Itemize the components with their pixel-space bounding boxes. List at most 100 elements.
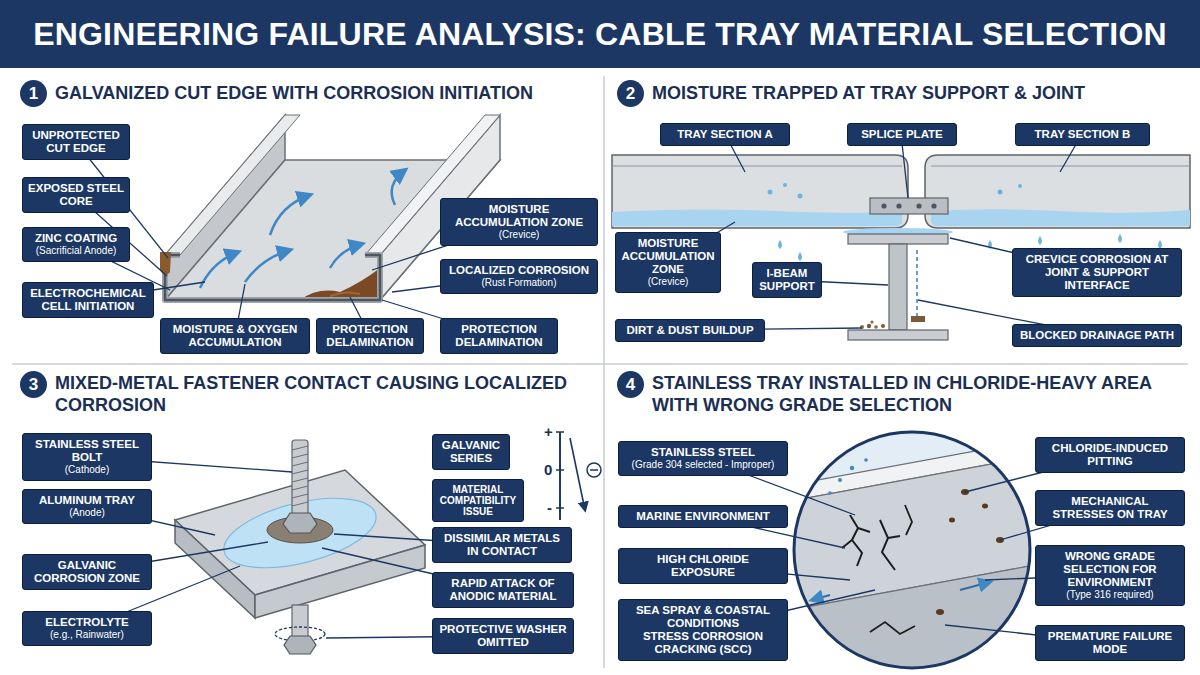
water-droplet	[798, 194, 803, 199]
steel-core	[165, 255, 380, 300]
callout-box: PROTECTIVE WASHER OMITTED	[432, 618, 574, 654]
callout-note: (Cathode)	[28, 464, 146, 476]
callout-box: TRAY SECTION B	[1015, 123, 1150, 146]
water-droplet	[1018, 184, 1022, 188]
dirt	[881, 324, 885, 328]
callout-text: MECHANICAL STRESSES ON TRAY	[1041, 495, 1179, 521]
callout-text: CHLORIDE-INDUCED PITTING	[1041, 442, 1179, 468]
bolt	[896, 203, 901, 208]
callout-box: UNPROTECTED CUT EDGE	[22, 124, 130, 160]
callout-box: MATERIAL COMPATIBILITY ISSUE	[432, 479, 524, 522]
callout-text: DIRT & DUST BUILDUP	[621, 324, 759, 337]
step-number-text: 1	[29, 85, 38, 102]
callout-box: RAPID ATTACK OF ANODIC MATERIAL	[432, 572, 574, 608]
dirt	[870, 320, 873, 323]
water-droplet	[783, 183, 787, 187]
minus-symbol	[590, 469, 598, 471]
series-axis	[559, 432, 561, 520]
callout-note: (Rust Formation)	[446, 277, 592, 289]
callout-box: PREMATURE FAILURE MODE	[1035, 625, 1185, 661]
callout-text: ALUMINUM TRAY	[28, 494, 146, 507]
callout-text: LOCALIZED CORROSION	[446, 264, 592, 277]
callout-box: ELECTROCHEMICAL CELL INITIATION	[22, 282, 154, 318]
stress-arrow	[812, 595, 830, 600]
callout-text: STAINLESS STEEL	[624, 446, 782, 459]
callout-box: ELECTROLYTE(e.g., Rainwater)	[22, 611, 152, 646]
tray-edge	[612, 166, 902, 167]
minus-symbol	[587, 463, 601, 477]
stress-arrow	[960, 582, 990, 590]
series-arrow	[570, 438, 585, 510]
step-number: 1	[20, 80, 47, 107]
callout-box: LOCALIZED CORROSION(Rust Formation)	[440, 259, 598, 294]
i-beam	[848, 330, 948, 340]
sea-spray	[838, 478, 842, 482]
callout-text: STAINLESS STEEL BOLT	[28, 438, 146, 464]
callout-box: CHLORIDE-INDUCED PITTING	[1035, 437, 1185, 473]
magnifier-rim	[794, 432, 1030, 668]
nut	[283, 513, 317, 533]
callout-note: (Crevice)	[446, 229, 592, 241]
callout-box: PROTECTION DELAMINATION	[316, 318, 424, 354]
moisture-arrow	[245, 250, 290, 282]
title-bar	[0, 0, 1200, 68]
page-title: ENGINEERING FAILURE ANALYSIS: CABLE TRAY…	[33, 0, 1167, 68]
bolt-head	[284, 636, 316, 654]
sea-spray	[828, 491, 832, 495]
callout-box: MOISTURE ACCUMULATION ZONE(Crevice)	[615, 232, 721, 293]
callout-box: CREVICE CORROSION AT JOINT & SUPPORT INT…	[1012, 248, 1182, 297]
crack	[905, 505, 912, 535]
callout-text: I-BEAM SUPPORT	[758, 267, 816, 293]
callout-text: MARINE ENVIRONMENT	[624, 510, 782, 523]
callout-text: RAPID ATTACK OF ANODIC MATERIAL	[438, 577, 568, 603]
moisture-arrow	[392, 170, 405, 205]
water-drop	[778, 240, 782, 249]
water-droplet	[768, 190, 773, 195]
pit	[982, 504, 988, 509]
callout-text: DISSIMILAR METALS IN CONTACT	[438, 532, 566, 558]
crack	[870, 622, 915, 634]
title-holder: ENGINEERING FAILURE ANALYSIS: CABLE TRAY…	[0, 0, 1200, 68]
tray-lip	[165, 115, 300, 255]
callout-box: GALVANIC SERIES	[432, 434, 510, 470]
callout-note: (Grade 304 selected - Improper)	[624, 459, 782, 471]
tray-floor	[790, 565, 1035, 675]
sea-spray	[864, 458, 868, 462]
magnified-tray	[790, 440, 1035, 675]
callout-text: MOISTURE ACCUMULATION ZONE	[446, 203, 592, 229]
drain-blockage	[911, 316, 925, 322]
callout-box: MOISTURE & OXYGEN ACCUMULATION	[160, 318, 310, 354]
zinc-coating	[165, 255, 380, 300]
callout-text: PROTECTION DELAMINATION	[322, 323, 418, 349]
callout-note: (Type 316 required)	[1041, 589, 1179, 601]
callout-note: STRESS CORROSION CRACKING (SCC)	[624, 630, 782, 656]
callout-text: TRAY SECTION A	[666, 128, 784, 141]
i-beam	[889, 244, 907, 330]
trapped-water	[931, 209, 1190, 226]
callout-note: (Sacrificial Anode)	[28, 245, 124, 257]
callout-text: ELECTROCHEMICAL CELL INITIATION	[28, 287, 148, 313]
series-sign: +	[544, 424, 553, 440]
callout-box: ALUMINUM TRAY(Anode)	[22, 489, 152, 524]
pit	[949, 518, 955, 523]
callout-text: GALVANIC CORROSION ZONE	[28, 559, 146, 585]
rust-streak	[330, 292, 360, 296]
callout-box: EXPOSED STEEL CORE	[22, 177, 130, 213]
callout-box: STAINLESS STEEL BOLT(Cathode)	[22, 433, 152, 481]
callout-text: PROTECTIVE WASHER OMITTED	[438, 623, 568, 649]
panel-heading: GALVANIZED CUT EDGE WITH CORROSION INITI…	[55, 82, 533, 104]
panel-heading: MIXED-METAL FASTENER CONTACT CAUSING LOC…	[55, 372, 595, 416]
trapped-water	[612, 210, 902, 227]
callout-box: MOISTURE ACCUMULATION ZONE(Crevice)	[440, 198, 598, 246]
callout-box: SEA SPRAY & COASTAL CONDITIONSSTRESS COR…	[618, 599, 788, 661]
step-number-text: 2	[626, 85, 635, 102]
callout-text: ELECTROLYTE	[28, 616, 146, 629]
panel-divider	[603, 76, 605, 668]
rust-patch	[300, 268, 380, 300]
pit	[936, 609, 944, 615]
bolt-shank	[292, 440, 308, 520]
callout-box: MARINE ENVIRONMENT	[618, 505, 788, 528]
callout-box: I-BEAM SUPPORT	[752, 262, 822, 298]
callout-text: WRONG GRADE SELECTION FOR ENVIRONMENT	[1041, 550, 1179, 589]
